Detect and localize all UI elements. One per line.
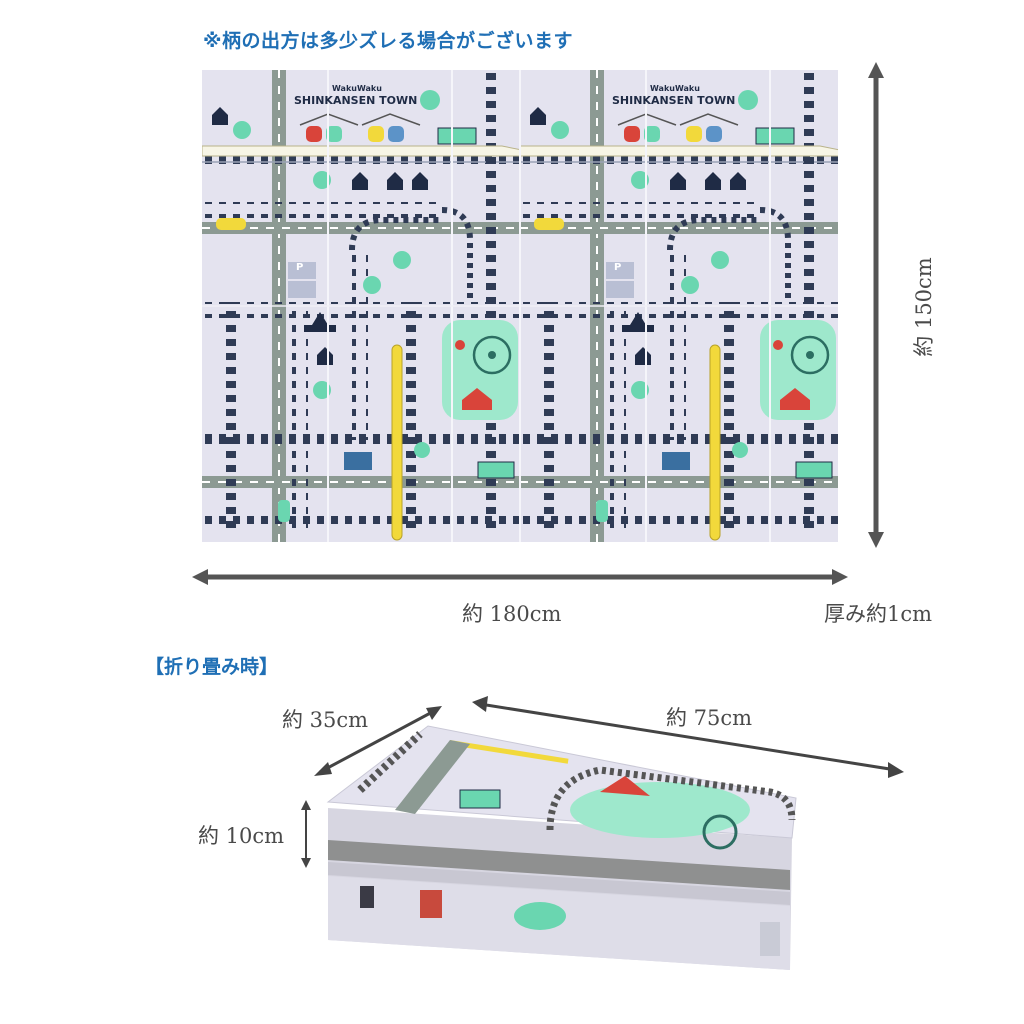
height-arrow-icon (868, 62, 884, 548)
folded-mat-illustration (301, 696, 904, 970)
brand-small-right: WakuWaku (650, 84, 700, 93)
width-label: 約 180cm (462, 602, 562, 626)
play-mat-unfolded: WakuWaku SHINKANSEN TOWN WakuWaku SHINKA… (202, 70, 838, 542)
parking-label-right: P (614, 262, 622, 273)
folded-depth-label: 約 35cm (282, 708, 369, 732)
pattern-notice: ※柄の出方は多少ズレる場合がございます (203, 30, 573, 52)
folded-length-label: 約 75cm (666, 706, 753, 730)
brand-title-left: SHINKANSEN TOWN (294, 94, 418, 107)
height-label: 約 150cm (912, 257, 936, 357)
brand-small-left: WakuWaku (332, 84, 382, 93)
thickness-label: 厚み約1cm (824, 602, 933, 626)
folded-height-label: 約 10cm (198, 824, 285, 848)
parking-label-left: P (296, 262, 304, 273)
brand-title-right: SHINKANSEN TOWN (612, 94, 736, 107)
width-arrow-icon (192, 569, 848, 585)
folded-section-title: 【折り畳み時】 (145, 656, 279, 678)
